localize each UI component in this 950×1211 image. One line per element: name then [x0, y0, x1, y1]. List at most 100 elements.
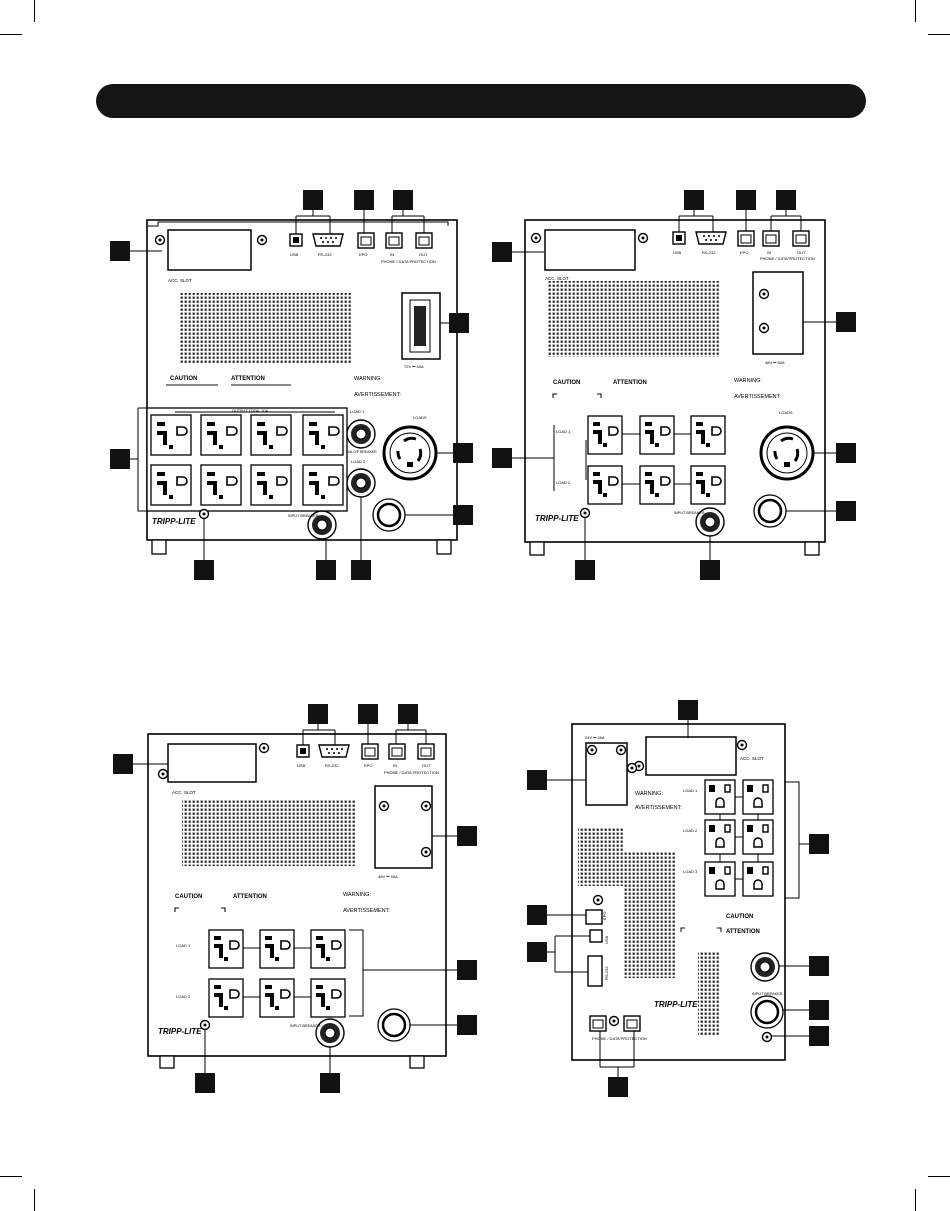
- phone-data-label: PHONE / DATA PROTECTION: [760, 256, 815, 261]
- caution-label: CAUTION: [726, 914, 753, 920]
- callout-tag: [809, 956, 829, 976]
- avertissement-label: AVERTISSEMENT:: [635, 805, 682, 811]
- vent-grille: [578, 828, 624, 886]
- usb-label: USB: [297, 763, 306, 768]
- rs232-port: [587, 955, 603, 987]
- epo-port: [585, 909, 603, 925]
- acc-slot-label: ACC. SLOT: [168, 278, 192, 283]
- phone-data-label: PHONE / DATA PROTECTION: [592, 1036, 647, 1041]
- out-label: OUT: [422, 763, 431, 768]
- load3-label: LOAD 3: [683, 869, 698, 874]
- epo-label: EPO: [740, 250, 748, 255]
- dc-rating-label: 48V ⎓ 40A: [378, 874, 398, 879]
- caution-label: CAUTION: [175, 894, 202, 900]
- vent-grille: [180, 293, 352, 363]
- warning-label: WARNING:: [635, 791, 663, 797]
- phone-data-label: PHONE / DATA PROTECTION: [381, 259, 436, 264]
- load1-label: LOAD 1: [176, 943, 191, 948]
- load2-label: LOAD 2: [683, 828, 698, 833]
- warning-label: WARNING:: [343, 892, 371, 898]
- acc-slot: [167, 229, 252, 271]
- out-label: OUT: [419, 252, 428, 257]
- load2-label: LOAD 2: [556, 480, 571, 485]
- input-breaker-label: INPUT BREAKER: [674, 511, 705, 515]
- brand-logo: TRIPP-LITE: [152, 517, 196, 526]
- brand-logo: TRIPP-LITE: [654, 1000, 698, 1009]
- rs232-label: RS-232: [325, 763, 339, 768]
- vent-grille: [548, 281, 720, 357]
- crop-mark: [34, 0, 35, 22]
- acc-slot-label: ACC. SLOT: [740, 756, 764, 761]
- input-cord-grommet: [749, 994, 785, 1030]
- input-breaker-label: INPUT BREAKER: [752, 992, 783, 996]
- out-label: OUT: [797, 250, 806, 255]
- crop-mark: [34, 1189, 35, 1211]
- brand-logo: TRIPP-LITE: [535, 514, 579, 523]
- in-label: IN: [393, 763, 397, 768]
- loads-label: LOADS: [413, 415, 427, 420]
- warning-label: WARNING:: [354, 376, 382, 382]
- load1-label: LOAD 1: [556, 429, 571, 434]
- vent-grille: [698, 952, 720, 1036]
- callout-tag: [809, 1026, 829, 1046]
- callout-tag: [678, 700, 698, 720]
- callout-tag: [527, 905, 547, 925]
- callout-tag: [809, 1000, 829, 1020]
- avertissement-label: AVERTISSEMENT:: [343, 908, 390, 914]
- callout-tag: [809, 834, 829, 854]
- load1-label: LOAD 1: [350, 409, 365, 414]
- attention-label: ATTENTION: [613, 380, 647, 386]
- in-label: IN: [767, 250, 771, 255]
- ground-screw: [761, 1031, 773, 1043]
- output-total-label: OUTPUT TOTAL 20A: [232, 409, 269, 413]
- header-banner: [96, 84, 866, 118]
- dc-rating-label: 72V ⎓ 40A: [404, 364, 424, 369]
- load1-label: LOAD 1: [683, 788, 698, 793]
- crop-mark: [928, 34, 950, 35]
- acc-slot-label: ACC. SLOT: [545, 276, 569, 281]
- phone-in-port: [589, 1015, 607, 1032]
- callout-tag: [608, 1077, 628, 1097]
- crop-mark: [0, 34, 22, 35]
- callout-tag: [527, 770, 547, 790]
- rs232-label: RS-232: [318, 252, 332, 257]
- usb-label: USB: [673, 250, 682, 255]
- phone-data-label: PHONE / DATA PROTECTION: [384, 770, 439, 775]
- dc-rating-label: 24V ⎓ 40A: [585, 735, 605, 740]
- crop-mark: [915, 0, 916, 22]
- avertissement-label: AVERTISSEMENT:: [354, 392, 401, 398]
- usb-port: [589, 929, 603, 943]
- breaker-label: 20A O/P BREAKER: [346, 450, 377, 454]
- attention-label: ATTENTION: [726, 929, 760, 935]
- caution-label: CAUTION: [553, 380, 580, 386]
- acc-slot: [544, 229, 636, 271]
- usb-label: USB: [290, 252, 299, 257]
- vent-grille: [182, 800, 355, 866]
- crop-mark: [0, 1176, 22, 1177]
- epo-label: EPO: [602, 912, 607, 920]
- load2-label: LOAD 2: [176, 994, 191, 999]
- vent-grille: [624, 852, 676, 978]
- phone-out-port: [623, 1015, 641, 1032]
- usb-label: USB: [604, 935, 609, 944]
- in-label: IN: [390, 252, 394, 257]
- callout-tag: [527, 942, 547, 962]
- acc-slot-label: ACC. SLOT: [172, 790, 196, 795]
- avertissement-label: AVERTISSEMENT:: [734, 394, 781, 400]
- input-breaker-label: INPUT BREAKER: [288, 514, 319, 518]
- breaker: [750, 952, 780, 982]
- brand-logo: TRIPP-LITE: [158, 1027, 202, 1036]
- attention-label: ATTENTION: [231, 376, 265, 382]
- crop-mark: [915, 1189, 916, 1211]
- rs232-label: RS-232: [604, 966, 609, 980]
- acc-slot: [645, 736, 737, 776]
- attention-label: ATTENTION: [233, 894, 267, 900]
- load2-label: LOAD 2: [351, 459, 366, 464]
- rs232-label: RS-232: [702, 250, 716, 255]
- warning-label: WARNING:: [734, 378, 762, 384]
- epo-label: EPO: [359, 252, 367, 257]
